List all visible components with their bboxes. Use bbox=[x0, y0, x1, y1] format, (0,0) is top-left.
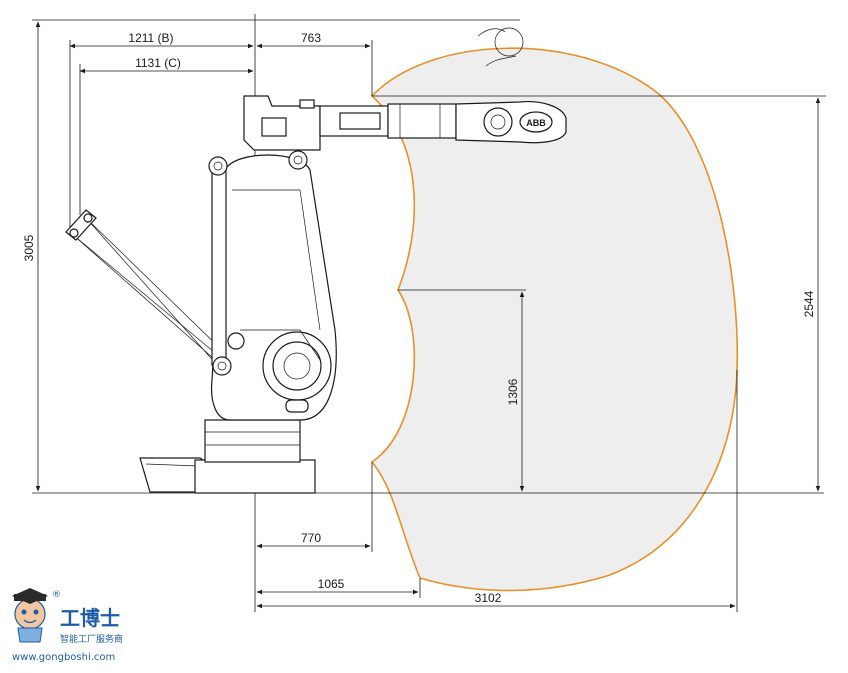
working-envelope-area bbox=[370, 47, 739, 592]
dim-label-3005: 3005 bbox=[22, 234, 36, 261]
wrist-swing-hook bbox=[477, 27, 524, 67]
balancer-swing-lines bbox=[65, 209, 229, 367]
registered-mark: ® bbox=[52, 590, 61, 600]
dim-label-1065: 1065 bbox=[318, 577, 345, 591]
gongboshi-watermark: ® 工博士 智能工厂服务商 www.gongboshi.com bbox=[12, 588, 123, 663]
dim-label-770: 770 bbox=[301, 531, 321, 545]
abb-logo-text: ABB bbox=[526, 118, 546, 128]
dim-label-2544: 2544 bbox=[802, 290, 816, 317]
dim-label-763: 763 bbox=[301, 31, 321, 45]
robot-body: ABB bbox=[139, 95, 567, 494]
brand-name: 工博士 bbox=[60, 606, 120, 630]
brand-tagline: 智能工厂服务商 bbox=[60, 633, 123, 645]
mascot-icon bbox=[12, 588, 48, 643]
dim-label-1211-b: 1211 (B) bbox=[128, 31, 173, 45]
dim-label-1306: 1306 bbox=[506, 378, 520, 405]
dim-label-3102: 3102 bbox=[475, 591, 502, 605]
dim-label-1131-c: 1131 (C) bbox=[135, 56, 181, 70]
brand-url: www.gongboshi.com bbox=[12, 652, 115, 663]
